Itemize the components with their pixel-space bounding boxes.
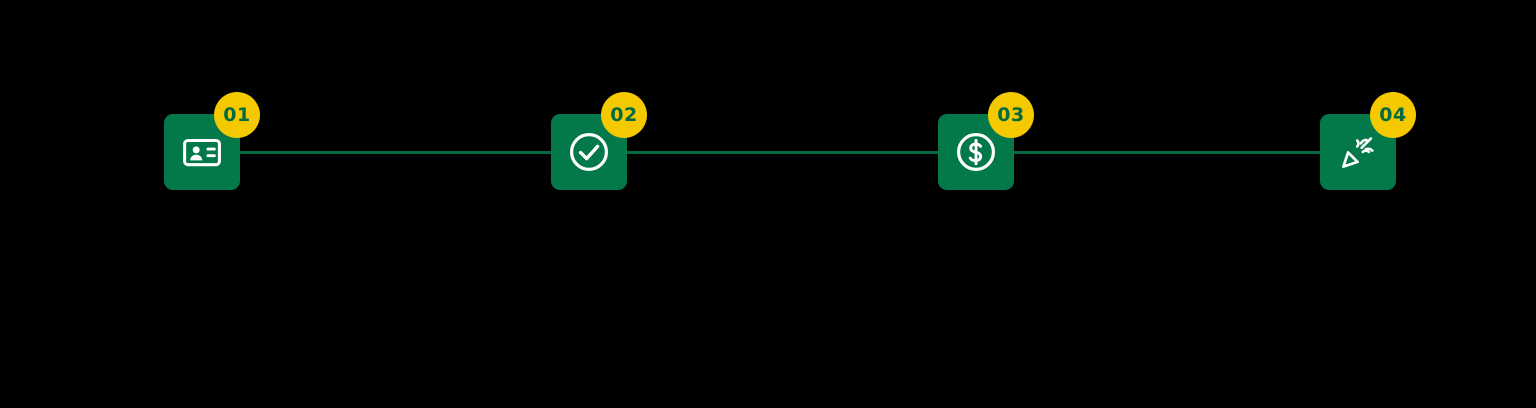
id-card-icon xyxy=(180,130,224,174)
step-badge-04: 04 xyxy=(1370,92,1416,138)
timeline-step-01[interactable]: 01 xyxy=(164,92,260,190)
step-badge-02: 02 xyxy=(601,92,647,138)
step-connector-line-2 xyxy=(627,151,938,154)
step-connector-line-3 xyxy=(1014,151,1320,154)
step-number-label: 03 xyxy=(997,103,1025,126)
step-card-03[interactable] xyxy=(938,114,1014,190)
step-number-label: 04 xyxy=(1379,103,1407,126)
step-badge-03: 03 xyxy=(988,92,1034,138)
step-badge-01: 01 xyxy=(214,92,260,138)
timeline-step-03[interactable]: 03 xyxy=(938,92,1034,190)
check-circle-icon xyxy=(566,129,612,175)
step-connector-line-1 xyxy=(240,151,551,154)
party-popper-icon xyxy=(1335,129,1381,175)
timeline-step-04[interactable]: 04 xyxy=(1320,92,1416,190)
step-number-label: 02 xyxy=(610,103,638,126)
dollar-circle-icon xyxy=(953,129,999,175)
timeline-step-02[interactable]: 02 xyxy=(551,92,647,190)
step-number-label: 01 xyxy=(223,103,251,126)
